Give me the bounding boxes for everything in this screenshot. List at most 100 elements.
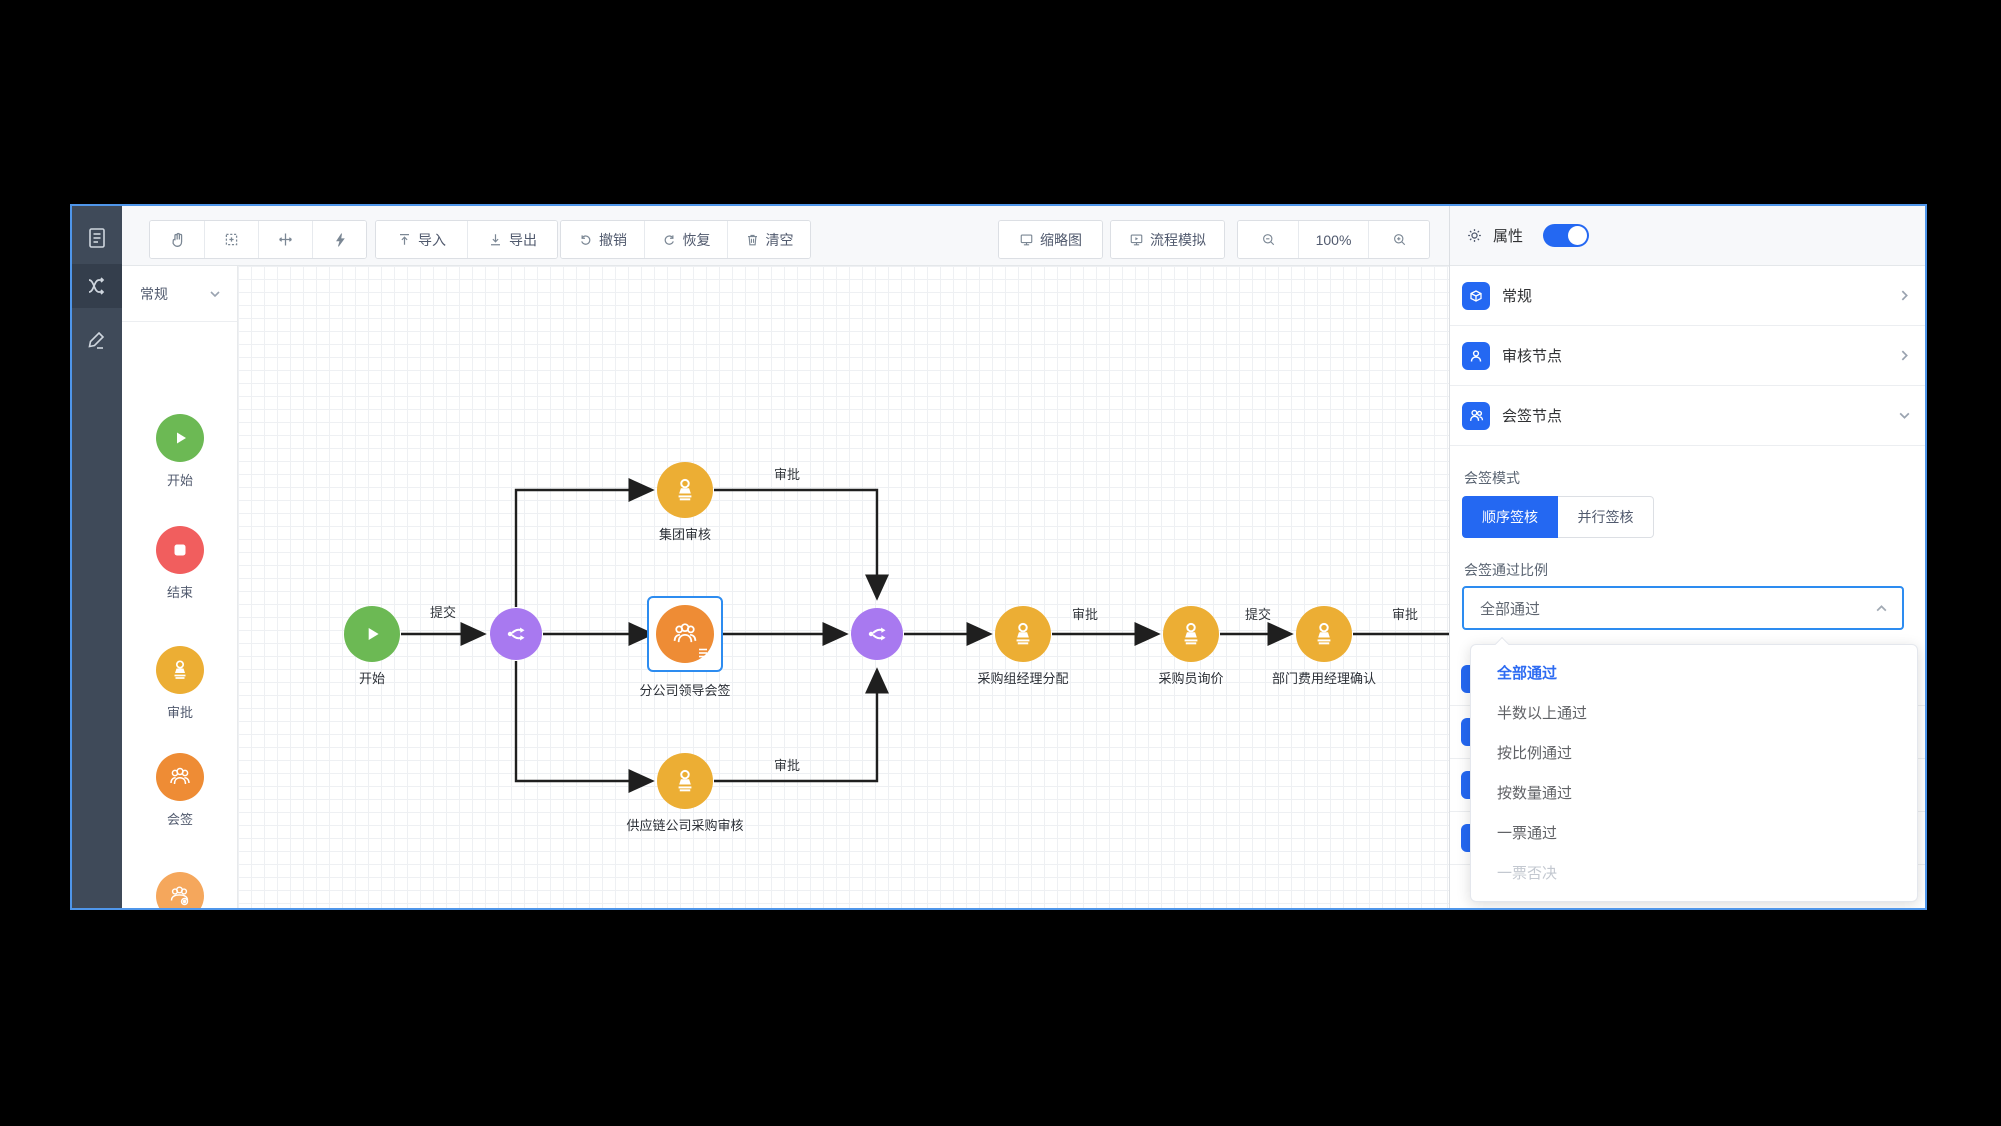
import-button[interactable]: 导入 [376,221,467,258]
pass-ratio-dropdown: 全部通过 半数以上通过 按比例通过 按数量通过 一票通过 一票否决 [1470,636,1918,902]
hand-tool-button[interactable] [150,221,204,258]
select-tool-button[interactable] [204,221,258,258]
properties-toggle[interactable] [1543,224,1590,247]
redo-label: 恢复 [682,231,711,248]
pages-icon[interactable] [72,220,122,256]
export-button[interactable]: 导出 [467,221,557,258]
flow-node-supply-chain-review[interactable]: 供应链公司采购审核 [626,753,744,833]
pass-ratio-label: 会签通过比例 [1464,562,1548,578]
cube-icon [1462,281,1490,310]
flow-node-purchaser-inquiry[interactable]: 采购员询价 [1158,606,1224,686]
sign-mode-segmented: 顺序签核 并行签核 [1462,496,1654,538]
redo-button[interactable]: 恢复 [644,221,727,258]
minimap-icon [1020,234,1033,246]
sign-mode-sequential-button[interactable]: 顺序签核 [1462,496,1558,538]
chevron-right-icon [1901,350,1908,361]
minimap-button[interactable]: 缩略图 [999,221,1102,258]
undo-button[interactable]: 撤销 [561,221,644,258]
minimap-label: 缩略图 [1040,231,1082,248]
flow-node-expense-manager-confirm[interactable]: 部门费用经理确认 [1272,606,1376,686]
flow-edges [401,478,1449,793]
stamp-icon [1184,622,1198,645]
play-icon [368,627,379,641]
zoom-out-button[interactable] [1238,221,1298,258]
free-sign-node-icon [156,872,204,908]
sign-mode-parallel-button[interactable]: 并行签核 [1558,496,1654,538]
edge-label: 审批 [773,758,800,773]
palette-item-free-sign[interactable]: 自由签核 [122,872,238,908]
palette-item-start[interactable]: 开始 [122,414,238,489]
palette-item-approve[interactable]: 审批 [122,646,238,721]
export-icon [491,234,500,246]
section-countersign-node[interactable]: 会签节点 [1450,386,1925,446]
fit-view-button[interactable] [258,221,312,258]
zoom-in-button[interactable] [1368,221,1429,258]
option-one-vote-pass[interactable]: 一票通过 [1497,825,1558,842]
flow-node-purchase-manager-assign[interactable]: 采购组经理分配 [977,606,1069,686]
clear-label: 清空 [765,231,794,248]
flow-node-branch-split[interactable] [490,608,542,660]
chevron-right-icon [1901,290,1908,301]
branch-icon [507,627,525,641]
stamp-icon [678,478,692,501]
flow-node-start[interactable]: 开始 [344,606,400,686]
option-one-vote-veto: 一票否决 [1497,865,1558,882]
import-label: 导入 [418,231,446,248]
palette-group-header[interactable]: 常规 [122,266,237,322]
undo-icon [581,235,591,245]
export-label: 导出 [509,231,537,248]
stamp-icon [1317,622,1331,645]
gear-icon [1468,229,1481,242]
redo-icon [664,235,674,245]
zoom-out-icon [1262,234,1274,246]
simulate-label: 流程模拟 [1150,231,1206,248]
end-node-icon [156,526,204,574]
stamp-icon [678,769,692,792]
palette-group-label: 常规 [140,285,168,302]
section-general[interactable]: 常规 [1450,266,1925,326]
auto-layout-button[interactable] [312,221,366,258]
pass-ratio-select[interactable]: 全部通过 [1462,586,1904,630]
sign-mode-label: 会签模式 [1464,470,1520,486]
start-node-icon [156,414,204,462]
toolbar: 导入 导出 撤销 恢复 清空 缩略图 [122,206,1925,266]
people-icon [1462,401,1490,430]
simulate-button[interactable]: 流程模拟 [1111,221,1224,258]
palette-item-countersign[interactable]: 会签 [122,753,238,828]
option-majority-pass[interactable]: 半数以上通过 [1497,705,1588,722]
properties-header: 属性 [1450,206,1925,266]
list-badge-icon [699,648,707,658]
person-icon [1462,341,1490,370]
chevron-down-icon [210,290,220,297]
option-by-ratio-pass[interactable]: 按比例通过 [1497,745,1573,762]
clear-button[interactable]: 清空 [727,221,810,258]
countersign-node-icon [156,753,204,801]
palette-item-end[interactable]: 结束 [122,526,238,601]
flow-designer-window: 导入 导出 撤销 恢复 清空 缩略图 [70,204,1927,910]
edge-label: 提交 [1244,607,1271,622]
approve-node-icon [156,646,204,694]
countersign-icon [673,623,697,643]
panel-title: 属性 [1493,228,1524,245]
edge-label: 审批 [1071,607,1098,622]
zoom-in-icon [1393,234,1405,246]
section-review-node[interactable]: 审核节点 [1450,326,1925,386]
edit-icon[interactable] [72,322,122,358]
flow-tool-icon[interactable] [72,264,122,308]
zoom-level: 100% [1298,221,1368,258]
stamp-icon [1016,622,1030,645]
trash-icon [747,234,757,246]
option-all-pass[interactable]: 全部通过 [1497,665,1558,682]
flow-node-branch-merge[interactable] [851,608,903,660]
simulate-icon [1130,234,1143,246]
chevron-down-icon [1899,412,1910,419]
option-by-count-pass[interactable]: 按数量通过 [1497,785,1573,802]
branch-icon [868,627,886,641]
flow-node-group-review[interactable]: 集团审核 [657,462,713,542]
properties-panel: 属性 常规 审核节点 会签节点 会签模式 顺序签核 [1449,206,1925,908]
edge-label: 审批 [1391,607,1418,622]
chevron-up-icon [1876,604,1887,611]
flow-canvas[interactable]: 提交 审批 审批 审批 提交 审批 开始 集团审核 [238,266,1449,908]
import-icon [400,234,409,245]
node-palette: 常规 开始 结束 审批 会签 [122,266,238,908]
